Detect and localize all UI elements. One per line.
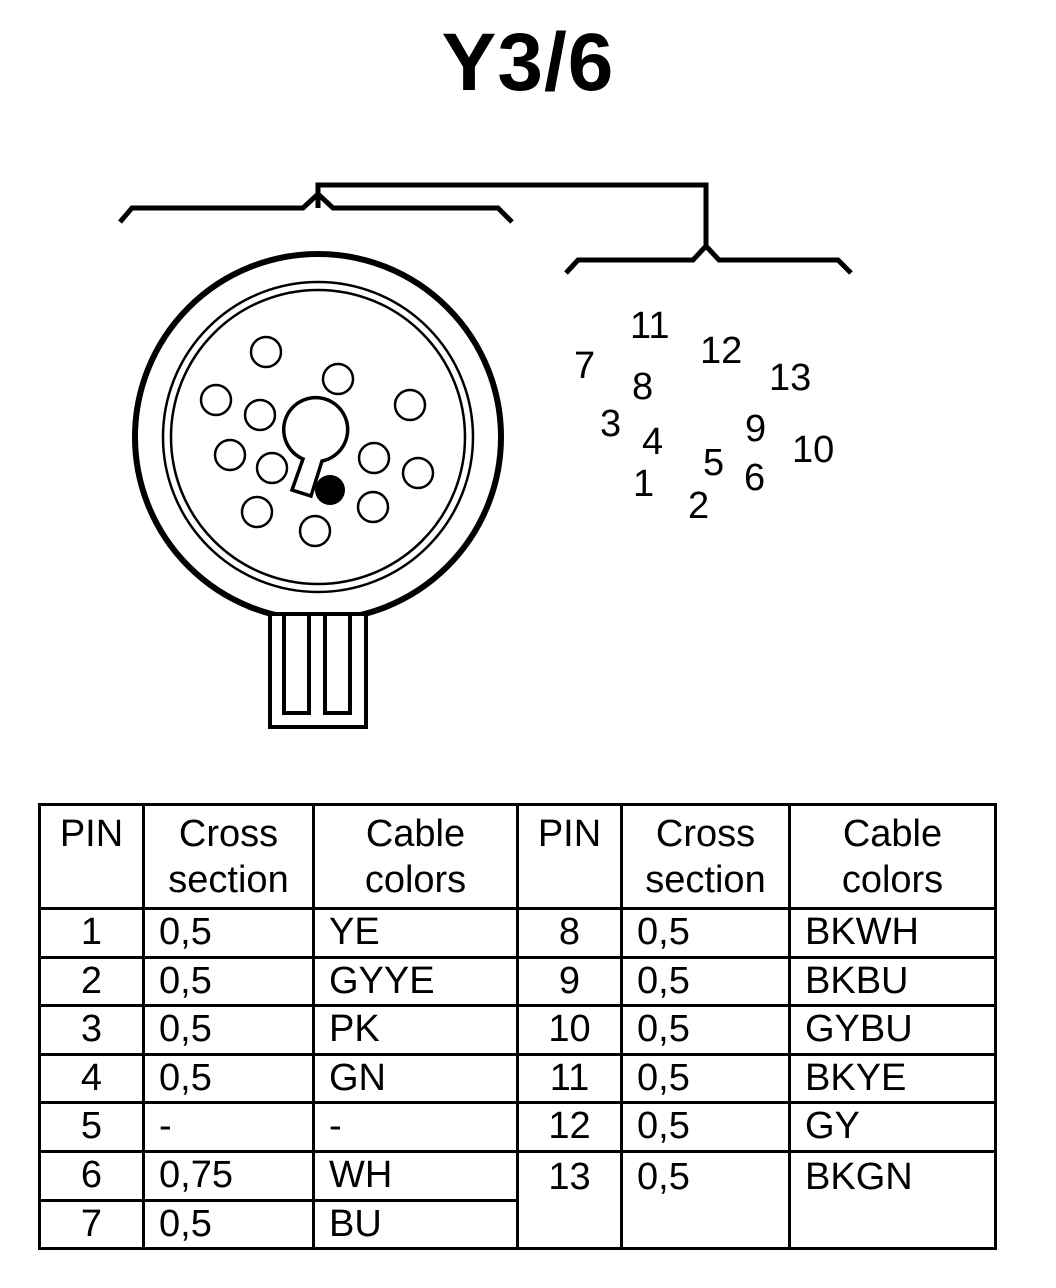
pin-hole xyxy=(321,362,355,396)
pin-cell: 9 xyxy=(516,955,623,1008)
cross-section-cell: 0,5 xyxy=(142,1004,315,1056)
cross-section-cell: 0,5 xyxy=(620,1004,791,1056)
pin-label-8: 8 xyxy=(632,366,654,408)
diagram-title: Y3/6 xyxy=(441,17,615,108)
cable-color-cell: GN xyxy=(312,1052,519,1105)
table-row: 1 0,5 YE 8 0,5 BKWH xyxy=(38,907,997,959)
connector-diagram xyxy=(118,182,853,729)
pin-label-4: 4 xyxy=(642,421,664,463)
pin-cell: 2 xyxy=(38,955,145,1008)
pin-hole xyxy=(243,398,277,432)
pin-label-5: 5 xyxy=(703,442,725,484)
pin-hole xyxy=(249,335,283,369)
cable-color-cell: BKGN xyxy=(788,1149,997,1251)
pin-label-10: 10 xyxy=(792,429,835,471)
table-row: 4 0,5 GN 11 0,5 BKYE xyxy=(38,1052,997,1105)
cable-wire-left xyxy=(282,612,311,715)
pin-hole xyxy=(255,451,289,485)
connector-face xyxy=(132,251,504,623)
cable-color-cell: GYYE xyxy=(312,955,519,1008)
pin-label-3: 3 xyxy=(600,403,622,445)
pin-cell: 13 xyxy=(516,1149,623,1251)
brace-connector xyxy=(315,182,709,245)
left-brace xyxy=(118,190,514,224)
pin-label-7: 7 xyxy=(574,345,596,387)
pin-label-6: 6 xyxy=(744,457,766,499)
cable-color-cell: BKYE xyxy=(788,1052,997,1105)
filled-pin-marker xyxy=(315,475,345,505)
cable-color-cell: GY xyxy=(788,1101,997,1153)
cross-section-cell: 0,5 xyxy=(142,1198,315,1251)
table-row: 5 - - 12 0,5 GY xyxy=(38,1101,997,1153)
cable-color-cell: BKBU xyxy=(788,955,997,1008)
pin-hole xyxy=(213,438,247,472)
center-keyed-hole xyxy=(281,395,350,499)
pin-cell: 5 xyxy=(38,1101,145,1153)
cross-section-cell: 0,75 xyxy=(142,1149,315,1202)
pin-label-1: 1 xyxy=(633,463,655,505)
cross-section-cell: 0,5 xyxy=(620,1052,791,1105)
connector-inner-ring-2 xyxy=(169,288,467,586)
cable-wire-right xyxy=(323,612,352,715)
pin-cell: 12 xyxy=(516,1101,623,1153)
cross-section-cell: 0,5 xyxy=(142,907,315,959)
pin-cell: 8 xyxy=(516,907,623,959)
table-row: 6 0,75 WH 13 0,5 BKGN xyxy=(38,1149,997,1251)
cable-color-cell: WH xyxy=(312,1149,519,1202)
pin-label-2: 2 xyxy=(688,485,710,527)
cross-section-cell: 0,5 xyxy=(620,955,791,1008)
pin-cell: 7 xyxy=(38,1198,145,1251)
header-pin: PIN xyxy=(38,803,145,910)
pin-cell: 4 xyxy=(38,1052,145,1105)
table-row: 2 0,5 GYYE 9 0,5 BKBU xyxy=(38,955,997,1008)
pin-hole xyxy=(298,514,332,548)
cable-color-cell: YE xyxy=(312,907,519,959)
cable-outlet xyxy=(268,612,368,729)
pin-cell: 6 xyxy=(38,1149,145,1202)
cable-color-cell: BU xyxy=(312,1198,519,1251)
cable-color-cell: - xyxy=(312,1101,519,1153)
cross-section-cell: - xyxy=(142,1101,315,1153)
pin-hole xyxy=(240,495,274,529)
cable-color-cell: BKWH xyxy=(788,907,997,959)
table-row: 7 0,5 BU xyxy=(38,1198,996,1251)
pin-label-12: 12 xyxy=(700,330,743,372)
pin-label-9: 9 xyxy=(745,408,767,450)
pin-hole xyxy=(199,383,233,417)
cable-color-cell: GYBU xyxy=(788,1004,997,1056)
table-row: 3 0,5 PK 10 0,5 GYBU xyxy=(38,1004,997,1056)
pin-cell: 1 xyxy=(38,907,145,959)
pin-hole xyxy=(356,490,390,524)
cable-color-cell: PK xyxy=(312,1004,519,1056)
right-brace xyxy=(564,242,853,275)
cross-section-cell: 0,5 xyxy=(142,1052,315,1105)
cross-section-cell: 0,5 xyxy=(620,1149,791,1251)
pin-hole xyxy=(401,456,435,490)
pin-label-11: 11 xyxy=(630,305,670,347)
pin-hole xyxy=(357,441,391,475)
cross-section-cell: 0,5 xyxy=(620,1101,791,1153)
header-pin: PIN xyxy=(516,803,623,910)
connector-inner-ring-1 xyxy=(161,280,475,594)
cross-section-cell: 0,5 xyxy=(142,955,315,1008)
pin-label-13: 13 xyxy=(769,357,812,399)
pin-hole xyxy=(393,388,427,422)
cross-section-cell: 0,5 xyxy=(620,907,791,959)
pin-cell: 10 xyxy=(516,1004,623,1056)
pin-cell: 11 xyxy=(516,1052,623,1105)
pin-cell: 3 xyxy=(38,1004,145,1056)
group-brace xyxy=(118,182,853,275)
